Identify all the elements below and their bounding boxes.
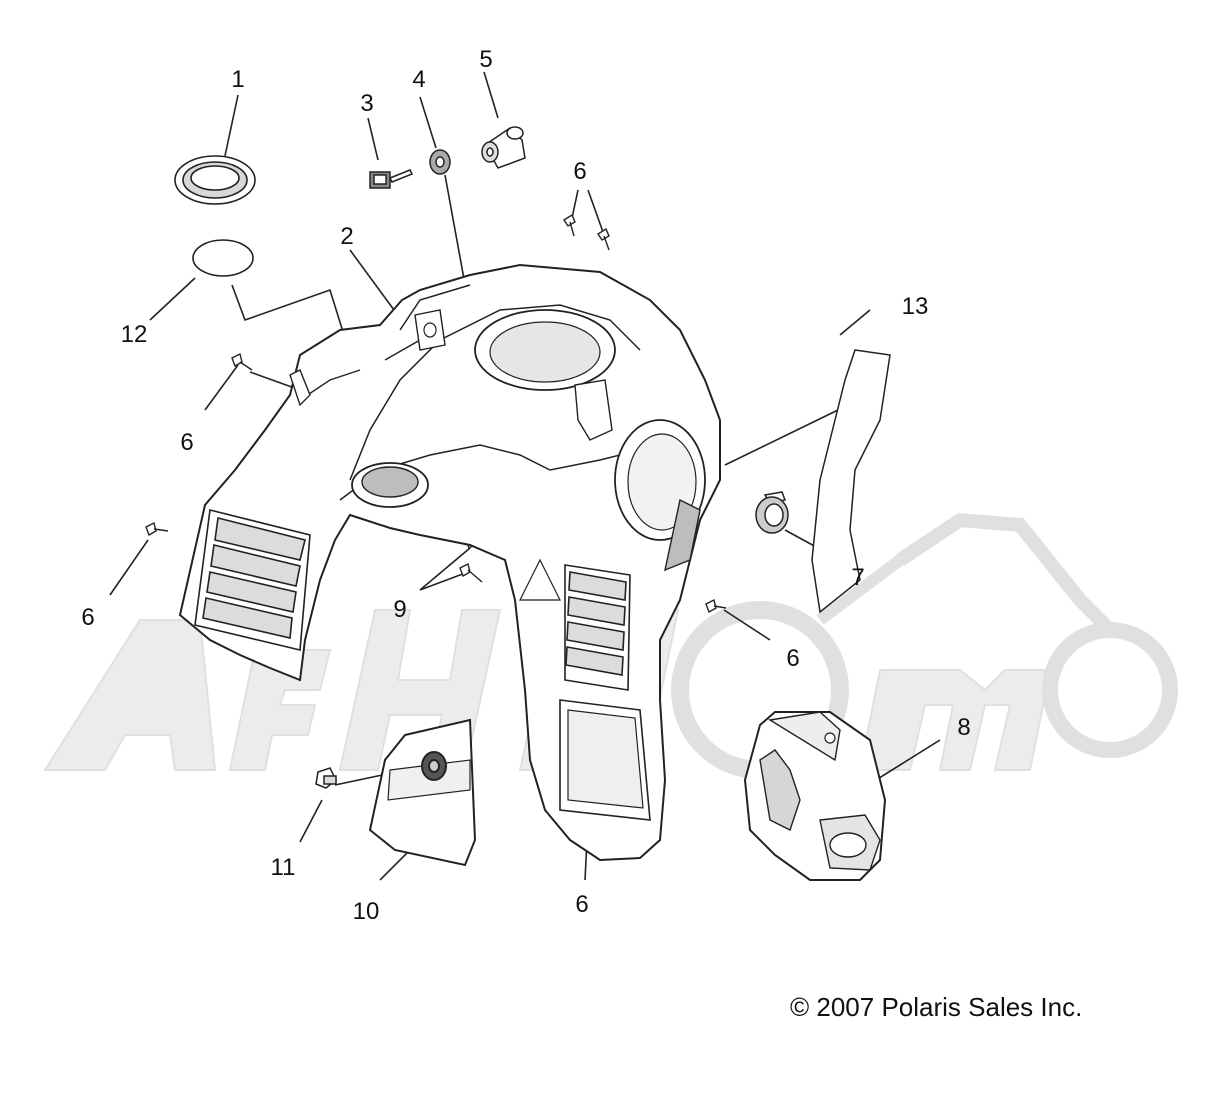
callout-6-right[interactable]: 6: [786, 645, 800, 672]
callout-9[interactable]: 9: [393, 596, 407, 623]
part-3-key: [369, 169, 414, 189]
callout-2[interactable]: 2: [340, 223, 354, 250]
part-12-o-ring: [192, 239, 254, 277]
callout-11[interactable]: 11: [270, 854, 296, 881]
callout-12[interactable]: 12: [120, 321, 148, 348]
part-2-front-cab: [178, 263, 721, 862]
callout-4[interactable]: 4: [412, 66, 426, 93]
part-8-storage-box: [743, 711, 887, 881]
part-11-knob: [315, 767, 337, 789]
part-4-nut: [429, 149, 451, 175]
part-7-grommet: [755, 491, 789, 534]
part-13-decal: [811, 349, 891, 614]
callout-6-left-upper[interactable]: 6: [180, 429, 194, 456]
callout-7[interactable]: 7: [851, 564, 865, 591]
copyright-notice: © 2007 Polaris Sales Inc.: [790, 992, 1083, 1022]
callout-8[interactable]: 8: [957, 714, 971, 741]
part-5-switch: [481, 126, 526, 169]
part-10-cover-panel: [368, 718, 477, 867]
part-1-cap-ring: [174, 155, 256, 205]
callout-3[interactable]: 3: [360, 90, 374, 117]
callout-6-bottom[interactable]: 6: [575, 891, 589, 918]
callout-6-top[interactable]: 6: [573, 158, 587, 185]
callout-5[interactable]: 5: [479, 46, 493, 73]
callout-13[interactable]: 13: [901, 293, 929, 320]
callout-1[interactable]: 1: [231, 66, 245, 93]
callout-10[interactable]: 10: [352, 898, 380, 925]
callout-6-left-lower[interactable]: 6: [81, 604, 95, 631]
